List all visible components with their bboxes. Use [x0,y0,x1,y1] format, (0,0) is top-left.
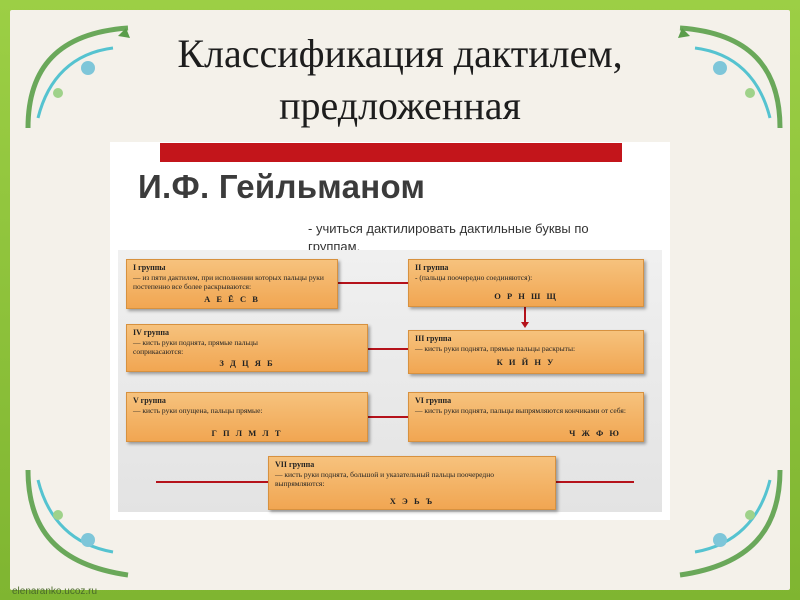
group-letters: Ч Ж Ф Ю [569,428,621,438]
group-description: — кисть руки поднята, большой и указател… [275,470,494,488]
group-title: II группа [415,263,449,272]
bottom-left-ornament [25,469,129,578]
connector-7-right [554,481,634,483]
connector-5-6 [366,416,408,418]
group-letters: Г П Л М Л Т [211,428,283,438]
group-title: VI группа [415,396,452,405]
top-left-ornament [25,25,130,129]
footer-url: elenaranko.ucoz.ru [12,586,98,597]
author-heading: И.Ф. Гейльманом [138,168,426,205]
group-6-box: VI группа — кисть руки поднята, пальцы в… [408,392,644,442]
group-description: — кисть руки поднята, прямые пальцы раск… [415,344,576,353]
group-1-box: I группы — из пяти дактилем, при исполне… [126,259,338,309]
arrow-2-3 [521,322,529,328]
connector-1-2 [336,282,408,284]
group-5-box: V группа — кисть руки опущена, пальцы пр… [126,392,368,442]
group-title: I группы [133,263,166,272]
top-right-ornament [678,25,783,129]
group-letters: З Д Ц Я Б [219,358,275,368]
group-description: — из пяти дактилем, при исполнении котор… [133,273,324,291]
connector-7-left [156,481,268,483]
group-description: — кисть руки поднята, прямые пальцы сопр… [133,338,258,356]
group-4-box: IV группа — кисть руки поднята, прямые п… [126,324,368,372]
group-title: V группа [133,396,166,405]
bottom-right-ornament [679,469,783,578]
group-title: VII группа [275,460,315,469]
group-letters: О Р Н Ш Щ [494,291,558,301]
group-description: — кисть руки поднята, пальцы выпрямляютс… [415,406,626,415]
group-letters: Х Э Ь Ъ [389,496,435,506]
red-bar [160,143,622,162]
group-letters: К И Й Н У [496,357,556,367]
group-letters: А Е Ё С В [204,294,260,304]
group-3-box: III группа — кисть руки поднята, прямые … [408,330,644,374]
classification-image: И.Ф. Гейльманом - учиться дактилировать … [110,142,670,520]
group-title: III группа [415,334,452,343]
group-description: - (пальцы поочередно соединяются): [415,273,533,282]
group-title: IV группа [133,328,169,337]
group-description: — кисть руки опущена, пальцы прямые: [133,406,263,415]
connector-2-3 [524,306,526,324]
title-line-2: предложенная [279,83,521,128]
title-line-1: Классификация дактилем, [177,31,623,76]
group-2-box: II группа - (пальцы поочередно соединяют… [408,259,644,307]
slide-title: Классификация дактилем, предложенная [80,28,720,132]
group-7-box: VII группа — кисть руки поднята, большой… [268,456,556,510]
connector-3-4 [366,348,408,350]
